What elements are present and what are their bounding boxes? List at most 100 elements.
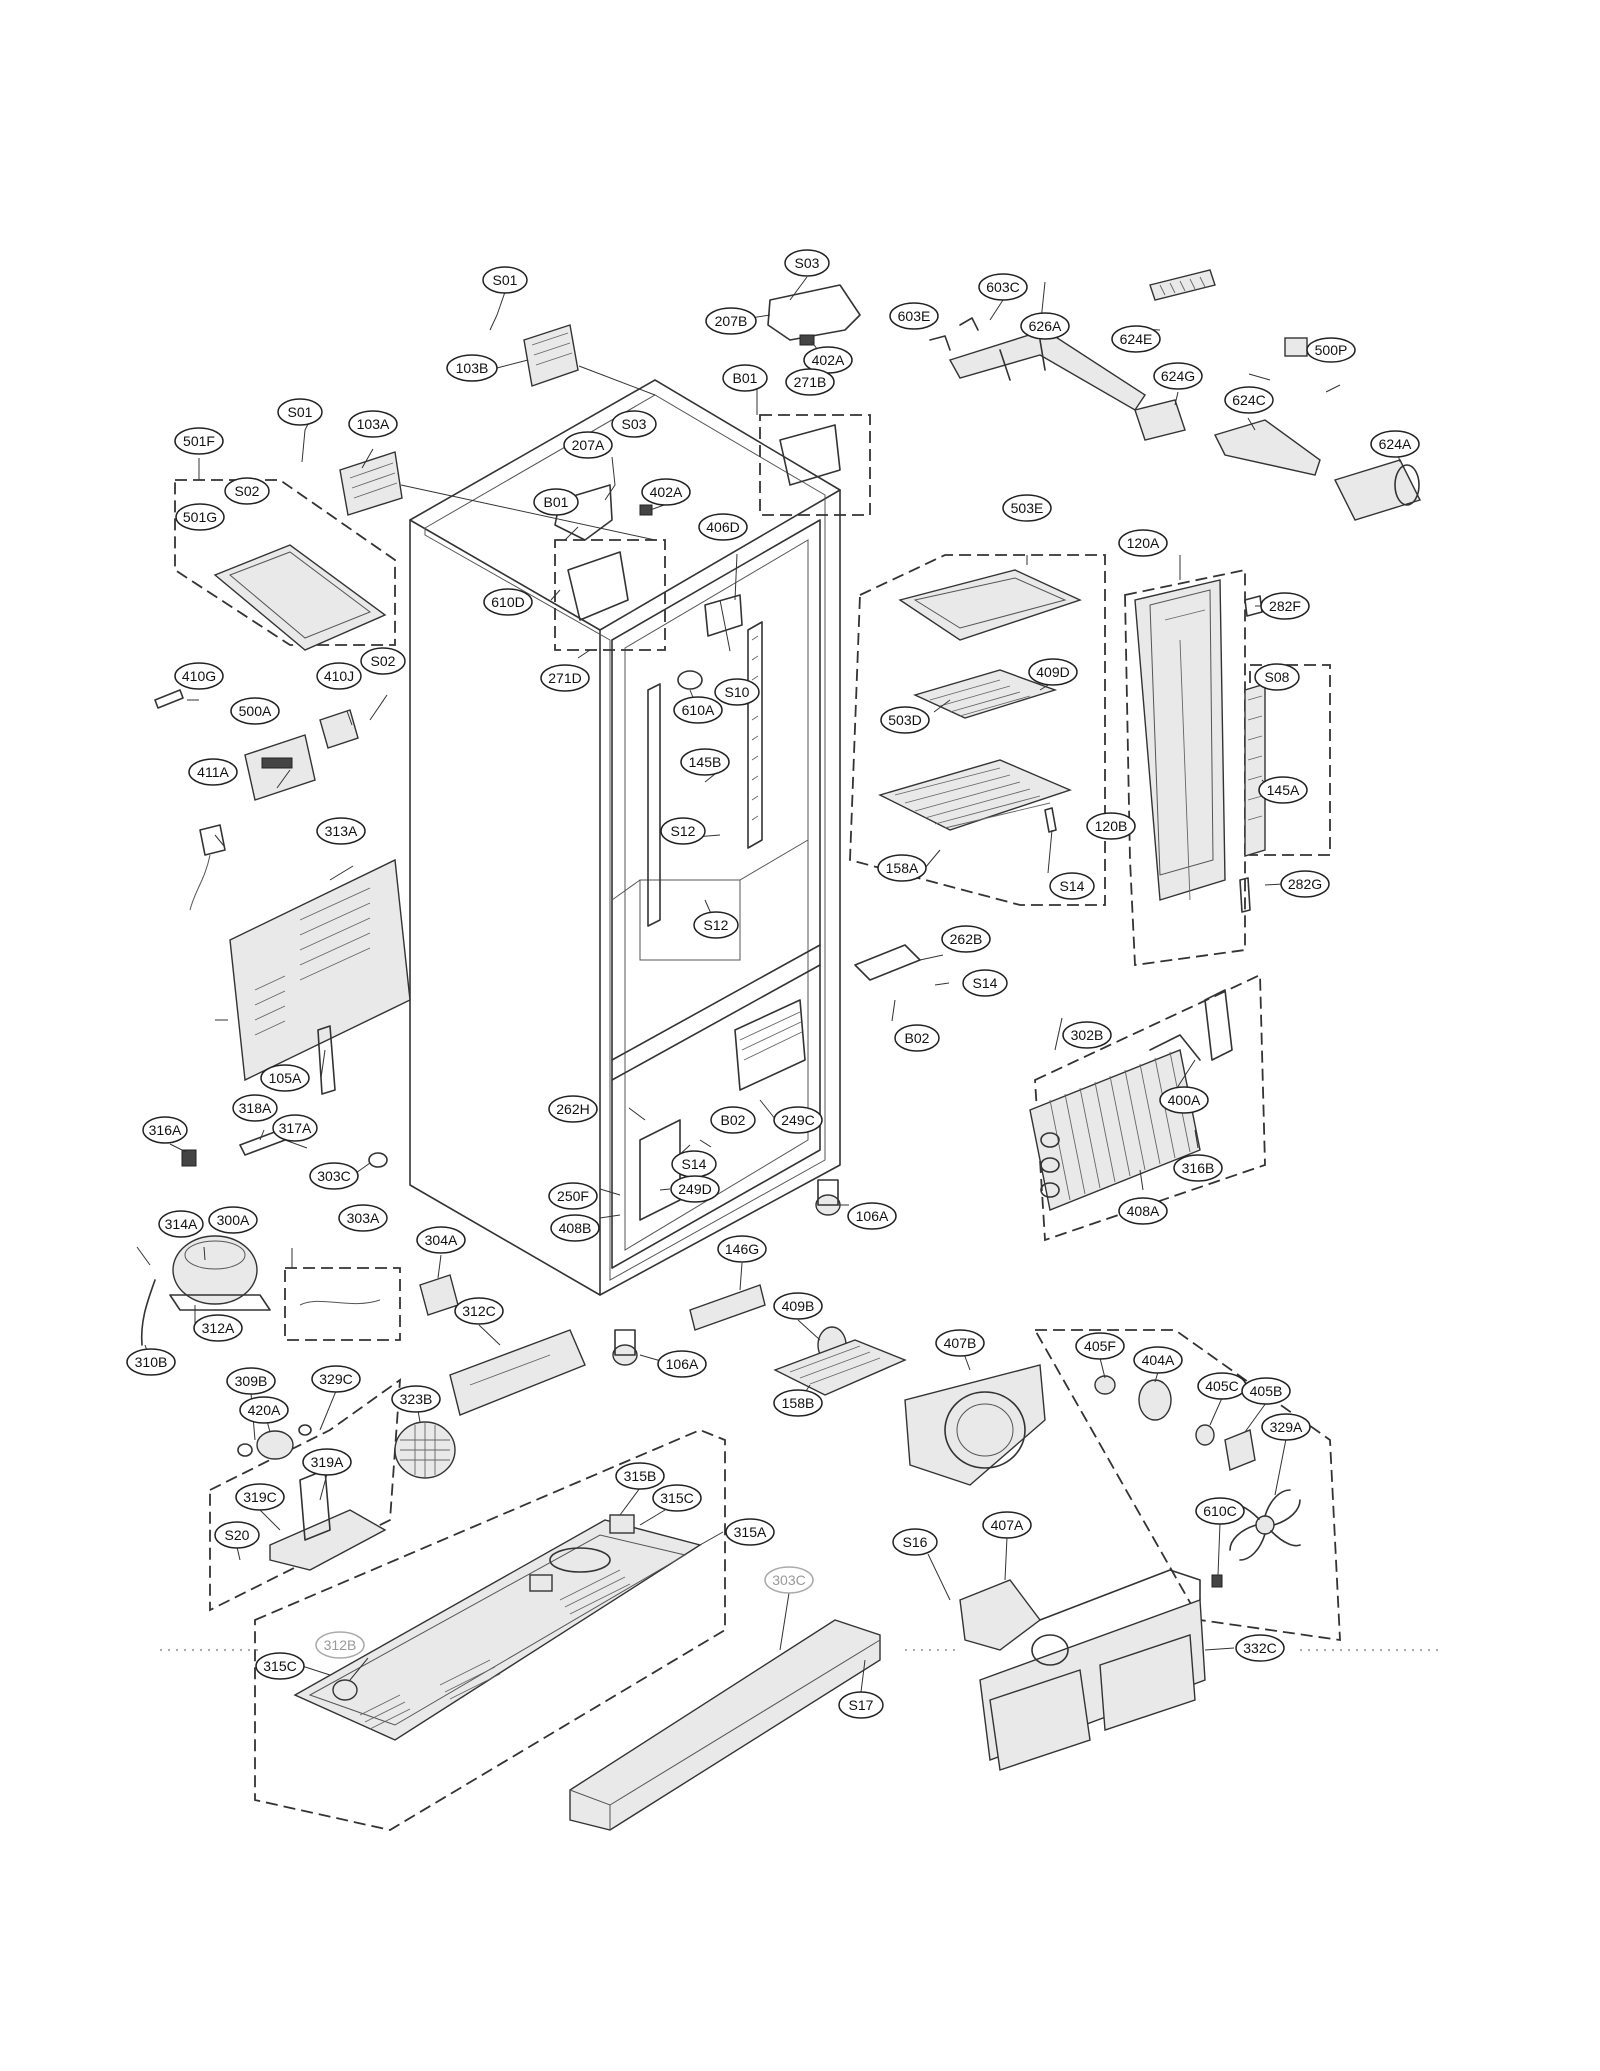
svg-text:405B: 405B [1250,1383,1283,1399]
callout-316a: 316A [142,1116,188,1144]
callout-603c: 603C [978,273,1028,301]
callout-s14-mid: S14 [962,969,1008,997]
svg-text:402A: 402A [650,484,683,500]
callout-146g: 146G [717,1235,767,1263]
svg-text:282G: 282G [1288,876,1322,892]
svg-text:315C: 315C [660,1490,693,1506]
svg-text:405F: 405F [1084,1338,1116,1354]
svg-text:626A: 626A [1029,318,1062,334]
callout-s03-mid: S03 [611,410,657,438]
callout-302b: 302B [1062,1021,1112,1049]
svg-text:207B: 207B [715,313,748,329]
callout-500p: 500P [1306,337,1356,363]
svg-text:624A: 624A [1379,436,1412,452]
svg-text:319A: 319A [311,1454,344,1470]
svg-text:315C: 315C [263,1658,296,1674]
callout-262h: 262H [548,1095,598,1123]
callout-s14-right: S14 [1049,872,1095,900]
refrigerator-cabinet [409,379,841,1296]
svg-text:315A: 315A [734,1524,767,1540]
svg-text:303C: 303C [317,1168,350,1184]
svg-text:158B: 158B [782,1395,815,1411]
callout-262b: 262B [941,925,991,953]
callout-408b: 408B [550,1214,600,1242]
callout-404a: 404A [1133,1346,1183,1374]
callout-207b: 207B [705,307,757,335]
callout-402a-top: 402A [803,346,853,374]
callout-406d: 406D [698,513,748,541]
svg-text:408B: 408B [559,1220,592,1236]
callout-b02-mid: B02 [710,1106,756,1134]
svg-text:332C: 332C [1243,1640,1276,1656]
callout-310b: 310B [126,1348,176,1376]
callout-313a: 313A [316,817,366,845]
right-parts [612,269,1421,1771]
svg-text:400A: 400A [1168,1092,1201,1108]
callout-s14-low: S14 [671,1150,717,1178]
svg-text:610A: 610A [682,702,715,718]
svg-text:409D: 409D [1036,664,1069,680]
callout-271d: 271D [540,664,590,692]
svg-text:411A: 411A [197,764,229,780]
callout-303a: 303A [338,1204,388,1232]
svg-text:S02: S02 [235,483,260,499]
svg-text:318A: 318A [239,1100,272,1116]
callout-s16: S16 [892,1528,938,1556]
svg-text:145A: 145A [1267,782,1300,798]
svg-text:624E: 624E [1120,331,1153,347]
svg-text:B01: B01 [733,370,758,386]
svg-text:B01: B01 [544,494,569,510]
callout-s01-left: S01 [277,398,323,426]
svg-text:103B: 103B [456,360,489,376]
callout-400a: 400A [1159,1086,1209,1114]
svg-text:S01: S01 [493,272,518,288]
svg-text:316A: 316A [149,1122,182,1138]
callout-145b: 145B [680,748,730,776]
callout-s08: S08 [1254,663,1300,691]
callout-624c: 624C [1224,386,1274,414]
svg-text:603E: 603E [898,308,931,324]
svg-text:303C: 303C [772,1572,805,1588]
callout-610d: 610D [483,588,533,616]
callout-b01-mid: B01 [533,488,579,516]
callout-624g: 624G [1153,362,1203,390]
callout-106a-right: 106A [847,1202,897,1230]
svg-text:262H: 262H [556,1101,589,1117]
svg-text:S20: S20 [225,1527,250,1543]
svg-text:S14: S14 [973,975,998,991]
svg-text:309B: 309B [235,1373,268,1389]
callout-420a: 420A [239,1396,289,1424]
callout-610a: 610A [673,696,723,724]
svg-text:120B: 120B [1095,818,1128,834]
callout-309b: 309B [226,1367,276,1395]
callout-303c: 303C [309,1162,359,1190]
svg-text:304A: 304A [425,1232,458,1248]
svg-text:313A: 313A [325,823,358,839]
callout-603e: 603E [889,302,939,330]
callout-329a: 329A [1261,1413,1311,1441]
svg-text:207A: 207A [572,437,605,453]
callout-103b: 103B [446,354,498,382]
svg-text:329A: 329A [1270,1419,1303,1435]
callout-300a: 300A [208,1206,258,1234]
callout-315c-left: 315C [255,1652,305,1680]
callout-410j: 410J [316,662,362,690]
svg-text:282F: 282F [1269,598,1301,614]
callout-315a: 315A [725,1518,775,1546]
svg-text:S14: S14 [682,1156,707,1172]
svg-text:145B: 145B [689,754,722,770]
svg-text:S17: S17 [849,1697,874,1713]
callout-501f: 501F [174,427,224,455]
svg-text:S10: S10 [725,684,750,700]
callout-103a: 103A [348,410,398,438]
callout-319c: 319C [235,1483,285,1511]
svg-text:405C: 405C [1205,1378,1238,1394]
svg-text:271B: 271B [794,374,827,390]
callout-501g: 501G [175,503,225,531]
callout-158b: 158B [773,1389,823,1417]
callout-120b: 120B [1086,812,1136,840]
svg-text:624G: 624G [1161,368,1195,384]
callout-s12-a: S12 [660,817,706,845]
callout-408a: 408A [1118,1197,1168,1225]
